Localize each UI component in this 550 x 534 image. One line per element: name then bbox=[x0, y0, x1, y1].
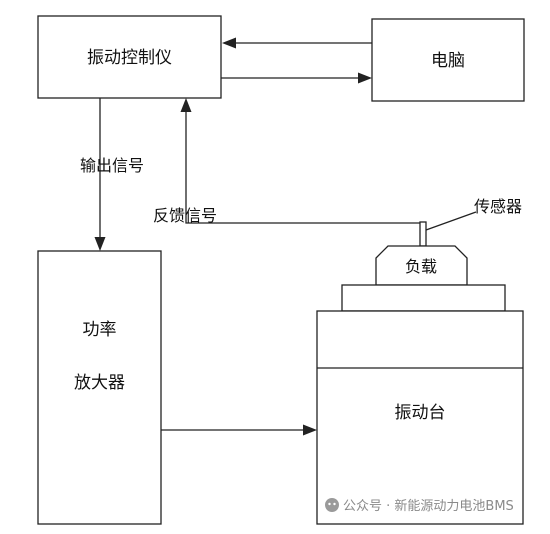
amplifier-label-line1: 功率 bbox=[83, 320, 117, 340]
controller-box bbox=[37, 15, 222, 99]
sensor-body bbox=[419, 221, 427, 247]
feedback-signal-arrowhead bbox=[180, 98, 192, 112]
table-plate bbox=[341, 284, 506, 312]
sensor-label: 传感器 bbox=[474, 197, 522, 216]
controller-to-computer-arrowhead bbox=[358, 72, 372, 84]
watermark-text: 公众号 · 新能源动力电池BMS bbox=[343, 498, 514, 514]
output-signal-arrowhead bbox=[94, 237, 106, 251]
computer-box bbox=[371, 18, 525, 102]
shaker-label: 振动台 bbox=[395, 403, 446, 423]
amplifier-to-shaker-arrowhead bbox=[303, 424, 317, 436]
load-label: 负载 bbox=[405, 257, 437, 276]
feedback-signal-label: 反馈信号 bbox=[153, 206, 217, 225]
amplifier-label-line2: 放大器 bbox=[74, 373, 125, 393]
output-signal-label: 输出信号 bbox=[80, 156, 144, 175]
feedback-signal-line bbox=[185, 112, 423, 224]
computer-label: 电脑 bbox=[431, 51, 465, 71]
wechat-icon bbox=[325, 498, 339, 512]
shaker-box bbox=[316, 310, 524, 525]
controller-label: 振动控制仪 bbox=[87, 48, 172, 68]
amplifier-box bbox=[37, 250, 162, 525]
sensor-leader-line bbox=[425, 211, 477, 231]
computer-to-controller-arrowhead bbox=[222, 37, 236, 49]
